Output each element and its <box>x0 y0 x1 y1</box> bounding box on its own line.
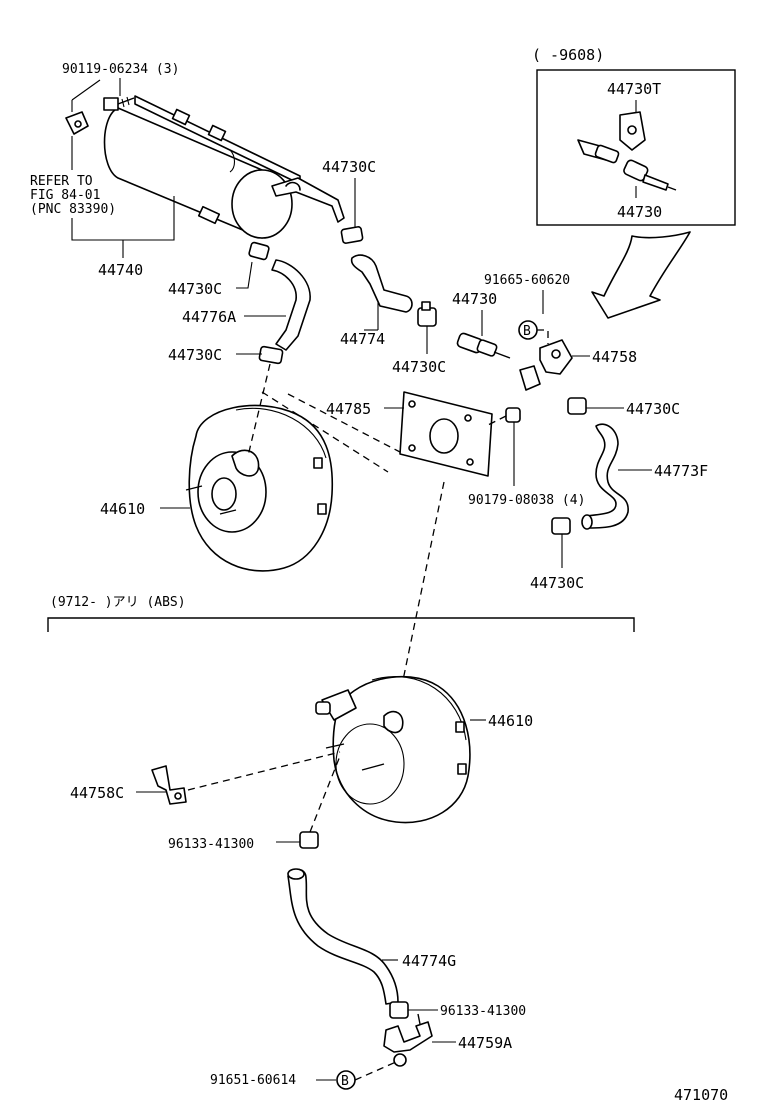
label-booster-lower: 44610 <box>488 712 533 730</box>
label-44740: 44740 <box>98 261 143 279</box>
hose-44773F <box>581 423 629 530</box>
label-44776A: 44776A <box>182 308 236 326</box>
label-44785: 44785 <box>326 400 371 418</box>
label-91665: 91665-60620 <box>484 273 570 288</box>
label-clamp-right-lower: 44730C <box>530 574 584 592</box>
label-91651: 91651-60614 <box>210 1073 296 1088</box>
vacuum-tank <box>103 95 345 239</box>
nut-icon <box>505 407 521 423</box>
brake-booster-lower <box>315 675 471 824</box>
label-clamp-upper-left: 44730C <box>168 280 222 298</box>
inset-label-44730: 44730 <box>617 203 662 221</box>
ref-marker-b: B <box>523 324 531 339</box>
clip-upper-icon <box>299 831 319 849</box>
label-booster-upper: 44610 <box>100 500 145 518</box>
ref-marker-b2: B <box>341 1074 349 1089</box>
label-44730: 44730 <box>452 290 497 308</box>
label-clip-lower: 96133-41300 <box>440 1004 526 1019</box>
hose-44776A <box>248 241 311 365</box>
clamp-right-lower-icon <box>551 517 571 535</box>
inset-frame <box>536 69 736 226</box>
clamp-right-upper-icon <box>567 397 587 415</box>
label-clamp-lower-left: 44730C <box>168 346 222 364</box>
inset-group: ( -9608) 44730T 44730 <box>532 46 736 319</box>
brake-booster-upper <box>185 404 334 572</box>
gasket-44785 <box>399 391 493 477</box>
section-header: (9712- )アリ (ABS) <box>50 595 186 610</box>
hose-44774 <box>340 226 413 313</box>
inset-valve-icon <box>577 111 677 191</box>
check-valve-icon <box>456 332 511 359</box>
label-44774G: 44774G <box>402 952 456 970</box>
clip-lower-icon <box>389 1001 409 1019</box>
bracket-44758-icon <box>519 339 573 391</box>
inset-header: ( -9608) <box>532 46 604 64</box>
inset-arrow-icon <box>591 231 691 319</box>
label-44758: 44758 <box>592 348 637 366</box>
label-refer-2: FIG 84-01 <box>30 188 100 203</box>
pipe-44759A-icon <box>383 1013 433 1067</box>
bolt-icon <box>103 96 135 111</box>
bracket-44758C-icon <box>151 765 187 805</box>
label-90119: 90119-06234 (3) <box>62 62 179 77</box>
label-clamp-top-mid: 44730C <box>322 158 376 176</box>
section-divider <box>47 617 635 632</box>
label-90179: 90179-08038 (4) <box>468 493 585 508</box>
label-refer-3: (PNC 83390) <box>30 202 116 217</box>
hose-44774G <box>287 868 399 1005</box>
label-refer-1: REFER TO <box>30 174 93 189</box>
label-clamp-mid: 44730C <box>392 358 446 376</box>
label-44758C: 44758C <box>70 784 124 802</box>
grommet-icon <box>65 111 89 135</box>
inset-label-44730T: 44730T <box>607 80 661 98</box>
diagram-number: 471070 <box>674 1086 728 1104</box>
label-44774: 44774 <box>340 330 385 348</box>
clamp-mid-icon <box>417 301 437 327</box>
label-44773F: 44773F <box>654 462 708 480</box>
label-clip-upper: 96133-41300 <box>168 837 254 852</box>
label-44759A: 44759A <box>458 1034 512 1052</box>
label-clamp-right-upper: 44730C <box>626 400 680 418</box>
